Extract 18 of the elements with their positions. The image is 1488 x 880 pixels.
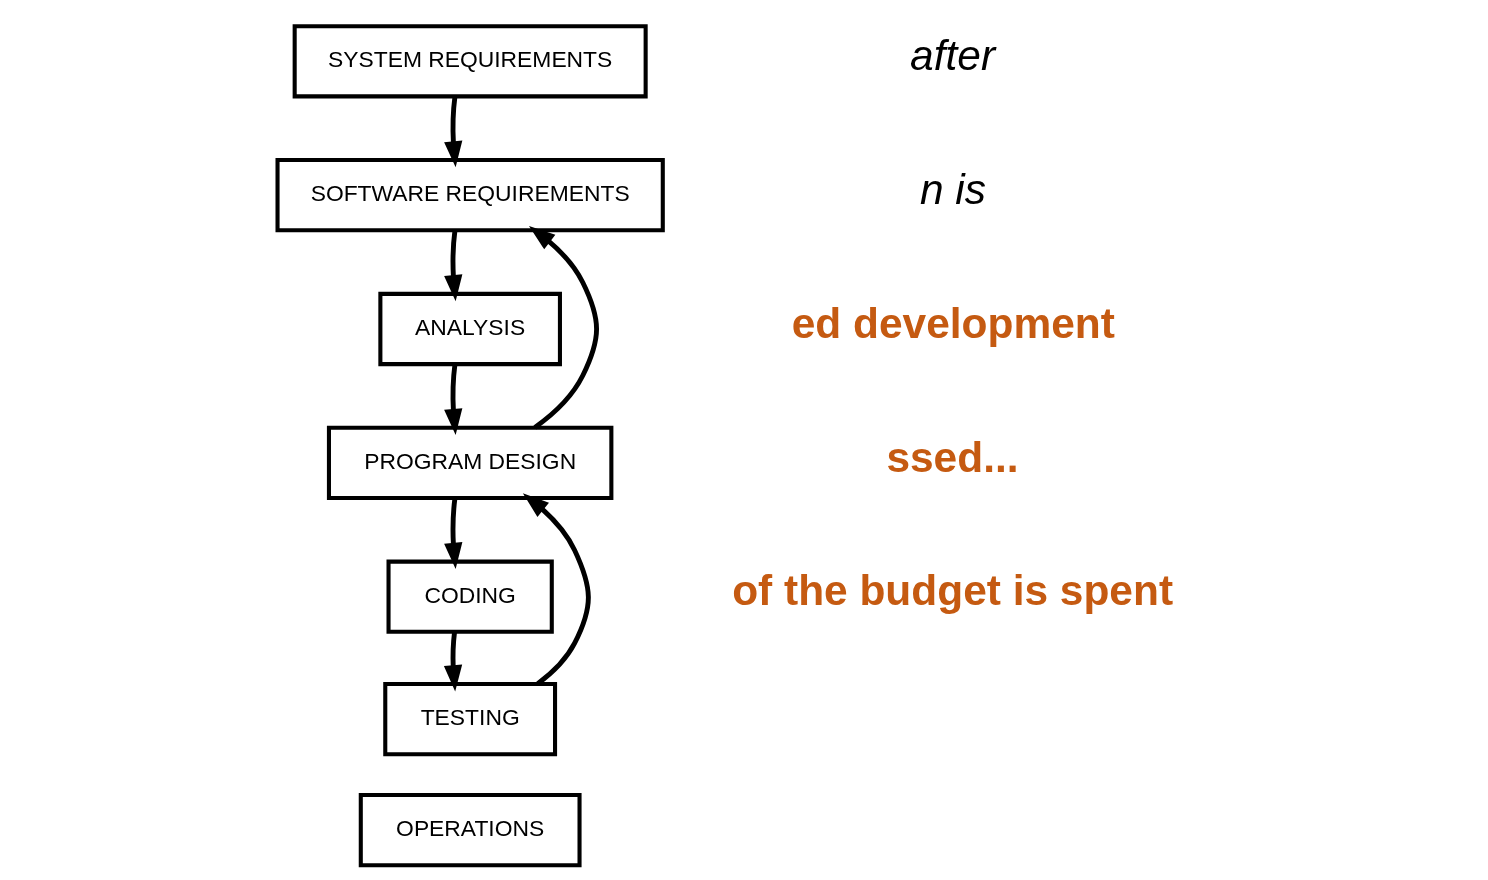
arrow: [529, 226, 599, 430]
arrow: [444, 363, 463, 436]
node-box: SYSTEM REQUIREMENTS: [292, 24, 648, 99]
label: n is: [919, 165, 986, 213]
label: ed development: [791, 299, 1115, 347]
arrow: [444, 230, 463, 302]
node-box: PROGRAM DESIGN: [326, 425, 614, 500]
label: after: [910, 31, 996, 79]
arrow: [444, 497, 463, 569]
node-box: CODING: [386, 559, 554, 634]
arrow: [444, 96, 463, 168]
node-box: OPERATIONS: [358, 793, 582, 868]
label: ssed...: [886, 433, 1019, 481]
node-box: ANALYSIS: [378, 291, 562, 367]
node-box: SOFTWARE REQUIREMENTS: [275, 158, 665, 233]
label: of the budget is spent: [732, 567, 1174, 615]
node-box: TESTING: [383, 682, 558, 757]
arrow: [443, 631, 463, 692]
